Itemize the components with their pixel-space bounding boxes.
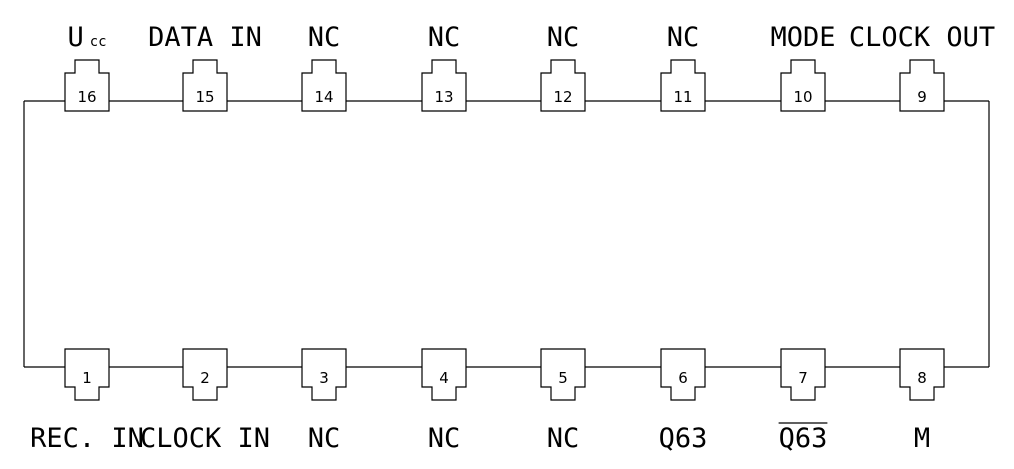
- pin-number: 16: [77, 88, 96, 106]
- pin-label: MODE: [770, 22, 835, 53]
- pin-pad-outline: [540, 348, 586, 401]
- pin-label: Q63: [659, 423, 708, 454]
- pin-number: 14: [314, 88, 333, 106]
- pin-label: NC: [308, 423, 341, 454]
- pin-pad-outline: [182, 59, 228, 112]
- pin-4: 4NC: [421, 348, 467, 454]
- pin-number: 7: [798, 369, 808, 387]
- pin-label-main: NC: [308, 22, 341, 53]
- pin-label: NC: [428, 22, 461, 53]
- pin-pad-outline: [64, 348, 110, 401]
- pin-pad-outline: [182, 348, 228, 401]
- pin-pad-outline: [301, 348, 347, 401]
- pin-pad-outline: [540, 59, 586, 112]
- pin-number: 5: [558, 369, 568, 387]
- pin-label: NC: [547, 22, 580, 53]
- pin-pad-outline: [64, 59, 110, 112]
- pin-label: NC: [667, 22, 700, 53]
- pin-10: 10 MODE: [770, 22, 836, 112]
- pin-pad-outline: [899, 348, 945, 401]
- pin-number: 15: [195, 88, 214, 106]
- pin-label: NC: [547, 423, 580, 454]
- pin-label-main: U: [67, 22, 83, 53]
- pin-number: 6: [678, 369, 688, 387]
- pin-pad-outline: [421, 348, 467, 401]
- pin-11: 11 NC: [660, 22, 706, 112]
- pin-label: NC: [428, 423, 461, 454]
- pin-number: 13: [434, 88, 453, 106]
- pin-label: Q63: [779, 423, 828, 454]
- pin-number: 4: [439, 369, 449, 387]
- pin-number: 2: [200, 369, 210, 387]
- pin-label-subscript: cc: [90, 34, 107, 50]
- pin-number: 10: [793, 88, 812, 106]
- pin-8: 8M: [899, 348, 945, 454]
- pin-13: 13 NC: [421, 22, 467, 112]
- pin-number: 8: [917, 369, 927, 387]
- pin-label: DATA IN: [148, 22, 262, 53]
- chip-body-outline: [23, 100, 990, 368]
- pin-pad-outline: [780, 59, 826, 112]
- pin-pad-outline: [660, 59, 706, 112]
- pin-label-main: DATA IN: [148, 22, 262, 53]
- pin-label-main: CLOCK OUT: [849, 22, 995, 53]
- pin-label-main: NC: [667, 22, 700, 53]
- pin-14: 14 NC: [301, 22, 347, 112]
- pin-pad-outline: [421, 59, 467, 112]
- pin-label-main: NC: [428, 22, 461, 53]
- pin-number: 1: [82, 369, 92, 387]
- pin-label: REC. IN: [30, 423, 144, 454]
- pin-9: 9 CLOCK OUT: [849, 22, 995, 112]
- pin-label: NC: [308, 22, 341, 53]
- pin-12: 12 NC: [540, 22, 586, 112]
- pin-number: 3: [319, 369, 329, 387]
- pin-number: 9: [917, 88, 927, 106]
- pin-number: 12: [553, 88, 572, 106]
- pin-15: 15 DATA IN: [148, 22, 262, 112]
- pin-3: 3NC: [301, 348, 347, 454]
- pin-label-main: NC: [547, 22, 580, 53]
- pin-5: 5NC: [540, 348, 586, 454]
- pin-label: M: [914, 423, 930, 454]
- pin-pad-outline: [780, 348, 826, 401]
- pin-label: CLOCK IN: [140, 423, 270, 454]
- pin-pad-outline: [301, 59, 347, 112]
- pin-number: 11: [673, 88, 692, 106]
- pin-label-main: MODE: [770, 22, 835, 53]
- pin-pad-outline: [899, 59, 945, 112]
- pin-pad-outline: [660, 348, 706, 401]
- pin-label: CLOCK OUT: [849, 22, 995, 53]
